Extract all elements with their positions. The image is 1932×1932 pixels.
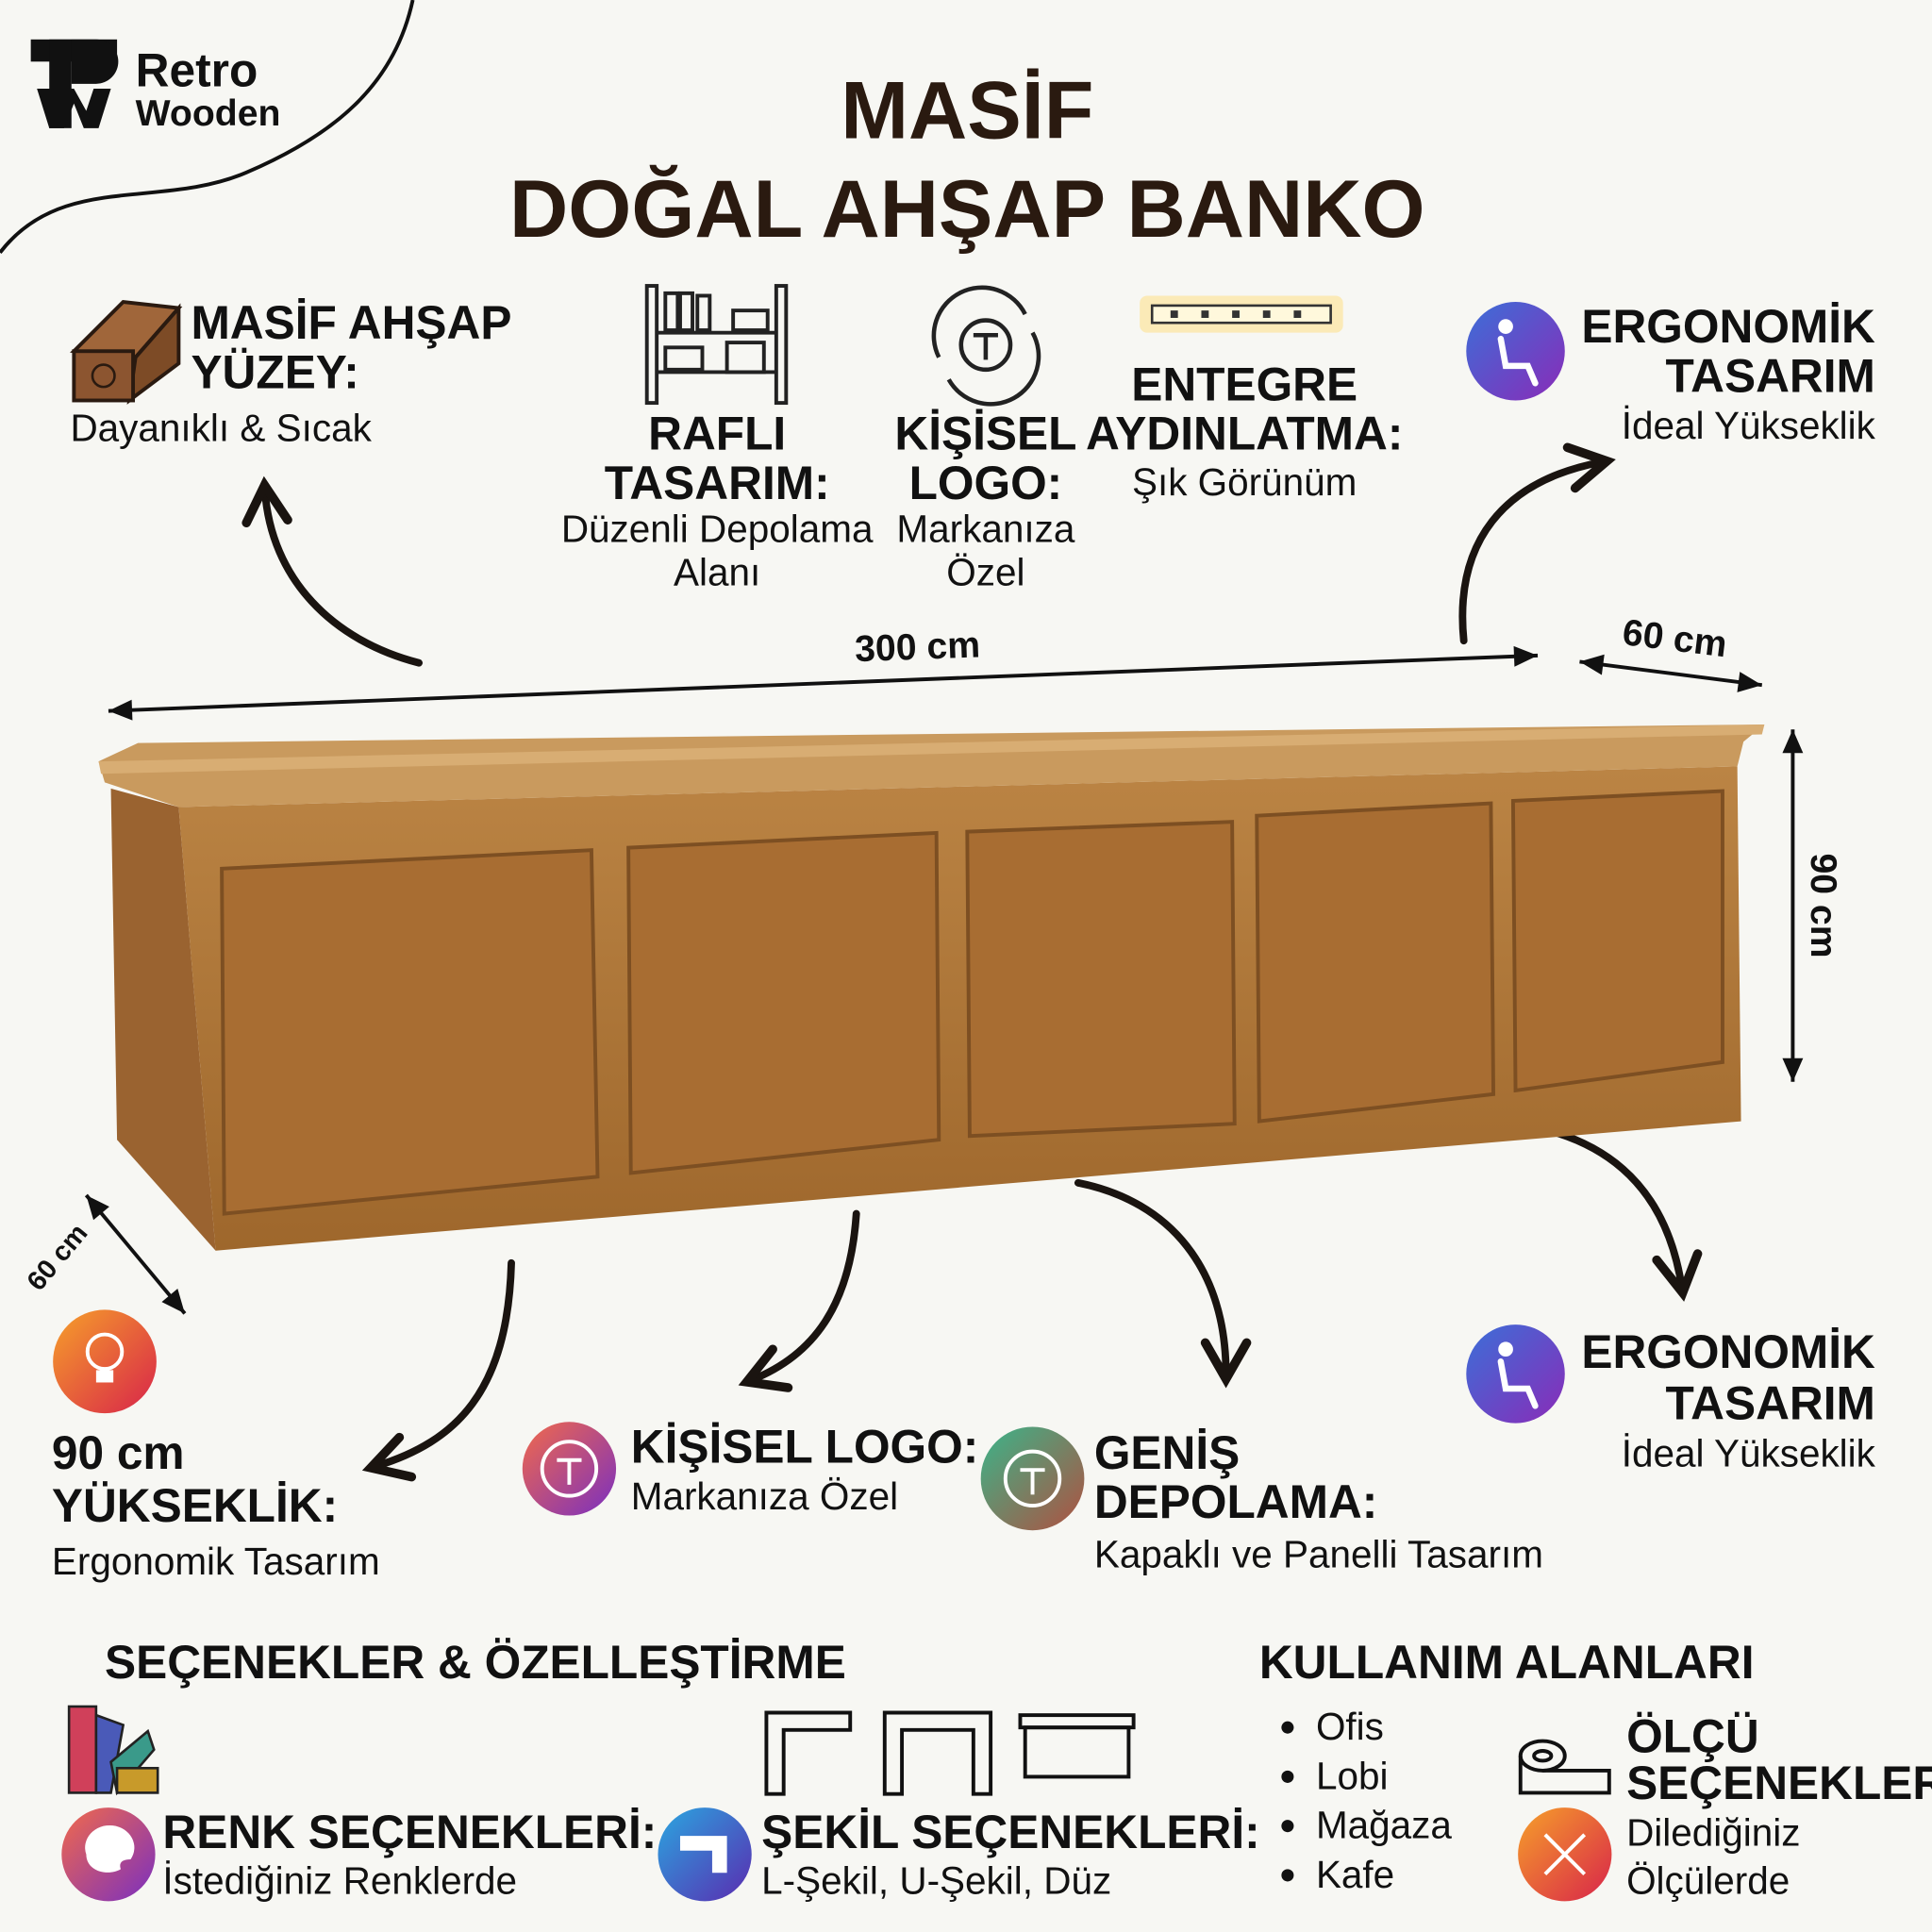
corner-wave <box>0 0 415 254</box>
logo-rotate-icon <box>931 285 1041 407</box>
option-size: ÖLÇÜ SEÇENEKLERİ: Dilediğiniz Ölçülerde <box>1518 1709 1932 1903</box>
feature-subtitle: Markanıza <box>896 508 1074 551</box>
option-title: ÖLÇÜ <box>1626 1709 1759 1762</box>
feature-title: ERGONOMİK <box>1581 1325 1875 1378</box>
feature-subtitle: İdeal Yükseklik <box>1622 1431 1876 1474</box>
option-shape: ŞEKİL SEÇENEKLERİ: L-Şekil, U-Şekil, Düz <box>658 1806 1260 1903</box>
dimension-lines <box>84 645 1804 1315</box>
feature-masif-ahsap: MASİF AHŞAP YÜZEY: Dayanıklı & Sıcak <box>70 296 511 450</box>
feature-kisisel-logo-bottom: KİŞİSEL LOGO: Markanıza Özel <box>522 1420 979 1518</box>
feature-title: 90 cm <box>52 1426 185 1479</box>
option-subtitle: L-Şekil, U-Şekil, Düz <box>761 1859 1111 1903</box>
option-title: RENK SEÇENEKLERİ: <box>162 1806 657 1858</box>
list-item: Lobi <box>1316 1754 1389 1797</box>
feature-title: YÜZEY: <box>191 345 358 398</box>
option-color: RENK SEÇENEKLERİ: İstediğiniz Renklerde <box>61 1806 657 1903</box>
feature-title: TASARIM: <box>605 457 830 509</box>
led-strip-icon <box>1140 295 1343 333</box>
feature-genis-depolama: GENİŞ DEPOLAMA: Kapaklı ve Panelli Tasar… <box>980 1426 1543 1575</box>
logo-icon <box>522 1422 617 1516</box>
logo: Retro Wooden <box>30 39 281 134</box>
feature-title: ENTEGRE <box>1131 358 1357 410</box>
option-title: SEÇENEKLERİ: <box>1626 1757 1932 1809</box>
feature-title: GENİŞ <box>1094 1426 1240 1479</box>
feature-title: YÜKSEKLİK: <box>52 1479 338 1532</box>
feature-subtitle: Kapaklı ve Panelli Tasarım <box>1094 1532 1543 1575</box>
height-label: 90 cm <box>1803 853 1843 958</box>
feature-title: RAFLI <box>648 408 786 460</box>
wood-block-icon <box>70 299 183 405</box>
usage-list: Ofis Lobi Mağaza Kafe <box>1281 1705 1452 1896</box>
feature-subtitle: Markanıza Özel <box>631 1474 898 1518</box>
feature-title: DEPOLAMA: <box>1094 1475 1378 1528</box>
feature-title: MASİF AHŞAP <box>191 296 511 349</box>
page-title-line1: MASİF <box>841 65 1093 156</box>
width-label: 300 cm <box>854 625 980 670</box>
depth-label: 60 cm <box>1620 612 1728 665</box>
feature-yukseklik: 90 cm YÜKSEKLİK: Ergonomik Tasarım <box>52 1309 380 1583</box>
usage-heading: KULLANIM ALANLARI <box>1259 1636 1755 1689</box>
feature-subtitle: Dayanıklı & Sıcak <box>70 407 372 450</box>
option-subtitle: Ölçülerde <box>1626 1859 1790 1903</box>
feature-aydinlatma: ENTEGRE AYDINLATMA: Şık Görünüm <box>1086 295 1403 504</box>
logo-retro: Retro <box>136 43 258 96</box>
feature-title: ERGONOMİK <box>1581 300 1875 353</box>
option-title: ŞEKİL SEÇENEKLERİ: <box>761 1806 1260 1858</box>
palette-swatch-icon <box>67 1705 159 1796</box>
paint-palette-icon <box>61 1807 156 1902</box>
feature-ergonomik-top: ERGONOMİK TASARIM İdeal Yükseklik <box>1466 300 1876 447</box>
list-item: Mağaza <box>1316 1804 1452 1847</box>
feature-title: TASARIM <box>1666 1377 1875 1430</box>
resize-arrows-icon <box>1518 1807 1612 1902</box>
rw-logo-mark-icon <box>30 39 119 128</box>
feature-title: AYDINLATMA: <box>1086 408 1403 460</box>
ergonomic-seat-icon <box>1466 302 1565 401</box>
depth-left-label: 60 cm <box>22 1219 94 1297</box>
tape-measure-icon <box>1518 1739 1611 1795</box>
list-item: Kafe <box>1316 1853 1394 1896</box>
feature-subtitle: Özel <box>946 550 1024 593</box>
feature-rafli: RAFLI TASARIM: Düzenli Depolama Alanı <box>561 284 874 593</box>
feature-title: KİŞİSEL <box>894 408 1076 460</box>
bulb-icon <box>53 1309 157 1414</box>
feature-kisisel-logo: KİŞİSEL LOGO: Markanıza Özel <box>894 285 1076 593</box>
shape-outlines-icon <box>764 1710 1136 1796</box>
options-heading: SEÇENEKLER & ÖZELLEŞTİRME <box>105 1636 846 1689</box>
option-subtitle: Dilediğiniz <box>1626 1811 1800 1855</box>
counter-cabinet-image <box>98 724 1765 1251</box>
list-item: Ofis <box>1316 1705 1384 1748</box>
feature-title: KİŞİSEL LOGO: <box>631 1420 979 1473</box>
feature-subtitle: Şık Görünüm <box>1132 460 1357 504</box>
page-title-line2: DOĞAL AHŞAP BANKO <box>509 164 1425 255</box>
l-shape-icon <box>658 1807 752 1902</box>
feature-subtitle: Ergonomik Tasarım <box>52 1540 380 1583</box>
feature-title: LOGO: <box>909 457 1063 509</box>
option-subtitle: İstediğiniz Renklerde <box>162 1859 517 1903</box>
feature-title: TASARIM <box>1666 349 1875 402</box>
logo-wooden: Wooden <box>136 93 281 134</box>
feature-ergonomik-bottom: ERGONOMİK TASARIM İdeal Yükseklik <box>1466 1324 1876 1474</box>
shelf-icon <box>644 284 789 406</box>
feature-subtitle: İdeal Yükseklik <box>1622 404 1876 447</box>
feature-subtitle: Düzenli Depolama <box>561 508 874 551</box>
storage-icon <box>980 1426 1085 1531</box>
ergonomic-seat-icon <box>1466 1324 1565 1424</box>
feature-subtitle: Alanı <box>674 550 760 593</box>
